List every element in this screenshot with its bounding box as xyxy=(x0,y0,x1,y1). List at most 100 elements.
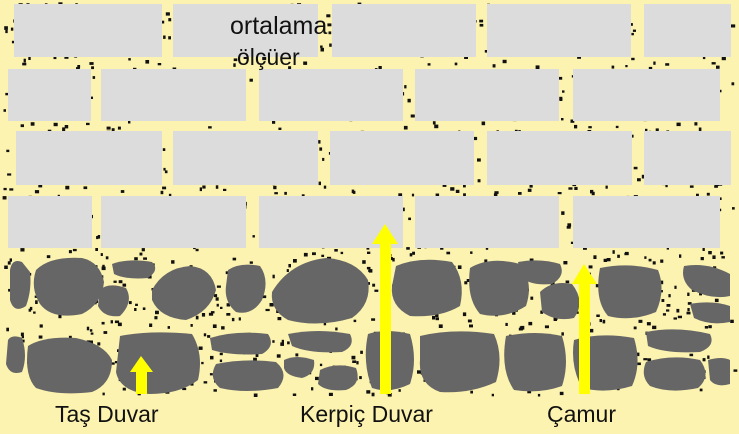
mortar-dot xyxy=(110,320,113,324)
stone-wall-label: Taş Duvar xyxy=(55,401,159,427)
mortar-dot xyxy=(567,223,572,227)
mortar-dot xyxy=(477,179,481,183)
mortar-dot xyxy=(114,320,120,324)
mortar-dot xyxy=(647,358,652,362)
mortar-dot xyxy=(231,317,235,322)
mudbrick-courses xyxy=(8,4,731,248)
stone-foundation xyxy=(6,257,730,394)
mortar-dot xyxy=(89,62,94,65)
mortar-dot xyxy=(462,312,467,317)
mortar-dot xyxy=(502,59,507,64)
mortar-dot xyxy=(661,299,665,302)
mortar-dot xyxy=(120,190,125,193)
stone xyxy=(646,329,712,353)
mortar-dot xyxy=(520,325,525,330)
mortar-dot xyxy=(203,333,207,337)
mortar-dot xyxy=(272,340,275,343)
mortar-dot xyxy=(591,191,595,196)
mortar-dot xyxy=(208,312,214,316)
mortar-dot xyxy=(220,306,223,309)
mortar-dot xyxy=(374,289,379,292)
mortar-dot xyxy=(163,167,166,171)
mortar-dot xyxy=(574,186,578,190)
mortar-dot xyxy=(366,246,370,250)
mortar-dot xyxy=(694,122,698,126)
mortar-dot xyxy=(660,280,664,285)
mortar-dot xyxy=(712,255,716,259)
mortar-dot xyxy=(86,122,90,126)
mortar-dot xyxy=(102,392,105,396)
mortar-dot xyxy=(210,311,215,314)
mortar-dot xyxy=(53,55,57,60)
mortar-dot xyxy=(96,236,99,240)
mortar-dot xyxy=(30,122,35,126)
mortar-dot xyxy=(665,184,668,188)
mortar-dot xyxy=(467,319,472,323)
stone xyxy=(98,285,129,317)
mortar-dot xyxy=(303,252,308,257)
stone xyxy=(598,265,662,319)
mortar-dot xyxy=(135,303,138,306)
mortar-dot xyxy=(653,61,656,65)
mortar-dot xyxy=(274,192,278,195)
mortar-dot xyxy=(38,335,43,339)
mortar-dot xyxy=(527,188,532,192)
mudbrick xyxy=(487,131,632,185)
mudbrick xyxy=(16,131,162,185)
mortar-dot xyxy=(644,256,647,259)
mortar-dot xyxy=(64,125,69,129)
mortar-dot xyxy=(255,353,259,357)
mortar-dot xyxy=(6,149,10,153)
mortar-dot xyxy=(353,319,357,323)
mortar-dot xyxy=(457,265,462,269)
mortar-dot xyxy=(559,391,564,396)
mortar-dot xyxy=(23,58,26,63)
mortar-dot xyxy=(571,75,575,78)
mortar-dot xyxy=(5,29,8,34)
mortar-dot xyxy=(411,193,415,197)
mortar-dot xyxy=(666,304,671,307)
mudbrick xyxy=(259,69,403,121)
mortar-dot xyxy=(615,125,619,129)
mortar-dot xyxy=(253,393,258,397)
mortar-dot xyxy=(113,280,117,283)
mortar-dot xyxy=(558,76,563,80)
mortar-dot xyxy=(637,178,641,182)
stone xyxy=(469,260,529,316)
mortar-dot xyxy=(233,58,238,62)
mortar-dot xyxy=(512,311,516,315)
mortar-dot xyxy=(367,251,371,254)
mortar-dot xyxy=(281,339,284,344)
mudbrick xyxy=(487,4,631,57)
mudbrick xyxy=(101,69,246,121)
mortar-dot xyxy=(215,297,219,301)
mortar-dot xyxy=(238,317,241,321)
mortar-dot xyxy=(528,321,533,326)
mortar-dot xyxy=(438,324,443,328)
mortar-dot xyxy=(611,65,615,69)
mortar-dot xyxy=(160,190,164,195)
mortar-dot xyxy=(637,362,641,366)
mortar-dot xyxy=(407,98,411,103)
mortar-dot xyxy=(493,193,498,197)
mortar-dot xyxy=(68,250,72,254)
mortar-dot xyxy=(662,313,666,316)
mortar-dot xyxy=(29,306,33,311)
mortar-dot xyxy=(711,62,716,65)
mortar-dot xyxy=(633,326,637,330)
mortar-dot xyxy=(101,321,105,325)
mortar-dot xyxy=(435,317,439,321)
mortar-dot xyxy=(134,257,138,261)
mortar-dot xyxy=(293,259,297,263)
mortar-dot xyxy=(714,298,719,303)
mortar-dot xyxy=(731,82,735,86)
stone xyxy=(284,357,315,378)
mortar-dot xyxy=(652,261,656,265)
mortar-dot xyxy=(700,257,704,261)
mortar-dot xyxy=(698,127,702,132)
mortar-dot xyxy=(141,248,145,252)
mortar-dot xyxy=(446,251,451,255)
mortar-dot xyxy=(679,254,682,258)
mudbrick xyxy=(332,4,476,57)
mortar-dot xyxy=(72,248,77,252)
